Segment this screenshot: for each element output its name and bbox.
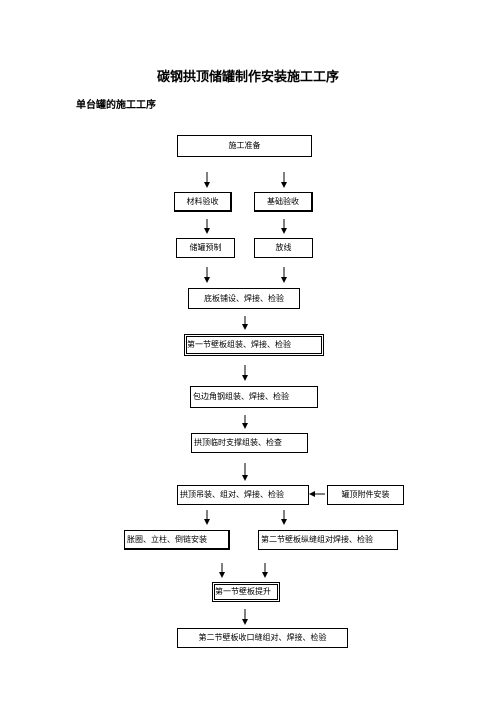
step-label: 胀圈、立柱、倒链安装 xyxy=(127,534,207,544)
step-label: 基础验收 xyxy=(267,196,299,206)
step-label: 拱顶临时支撑组装、检查 xyxy=(194,438,282,447)
step-label: 第二节壁板纵缝组对焊接、检验 xyxy=(261,535,373,544)
step-roof-temp-support: 拱顶临时支撑组装、检查 xyxy=(191,433,308,453)
step-wall2-girth: 第二节壁板收口缝组对、焊接、检验 xyxy=(177,628,348,648)
step-wall1-assembly: 第一节壁板组装、焊接、检验 xyxy=(184,334,324,356)
step-roof-lifting: 拱顶吊装、组对、焊接、检验 xyxy=(177,485,309,505)
step-construction-prep: 施工准备 xyxy=(177,135,312,157)
step-bottom-plate: 底板铺设、焊接、检验 xyxy=(188,288,300,309)
step-label: 储罐预制 xyxy=(189,243,222,252)
step-material-check: 材料验收 xyxy=(174,192,232,212)
step-angle-steel: 包边角钢组装、焊接、检验 xyxy=(190,386,318,408)
step-roof-accessories: 罐顶附件安装 xyxy=(327,485,404,505)
step-label: 拱顶吊装、组对、焊接、检验 xyxy=(180,490,284,499)
step-layout: 放线 xyxy=(254,238,313,258)
document-subtitle: 单台罐的施工工序 xyxy=(76,100,156,111)
step-label: 罐顶附件安装 xyxy=(341,490,390,499)
step-label: 第一节壁板提升 xyxy=(215,587,271,596)
step-wall2-longitudinal: 第二节壁板纵缝组对焊接、检验 xyxy=(258,530,398,550)
step-label: 第二节壁板收口缝组对、焊接、检验 xyxy=(198,633,327,642)
step-label: 施工准备 xyxy=(228,141,261,150)
step-label: 包边角钢组装、焊接、检验 xyxy=(193,392,289,401)
document-title: 碳钢拱顶储罐制作安装施工工序 xyxy=(156,70,339,85)
step-foundation-check: 基础验收 xyxy=(254,192,313,212)
step-label: 材料验收 xyxy=(186,196,219,206)
step-label: 放线 xyxy=(275,243,292,252)
step-wall1-lift: 第一节壁板提升 xyxy=(212,582,280,602)
step-tank-prefab: 储罐预制 xyxy=(176,238,235,258)
step-label: 底板铺设、焊接、检验 xyxy=(204,293,284,303)
step-label: 第一节壁板组装、焊接、检验 xyxy=(187,340,291,349)
step-hoop-column: 胀圈、立柱、倒链安装 xyxy=(124,530,230,550)
